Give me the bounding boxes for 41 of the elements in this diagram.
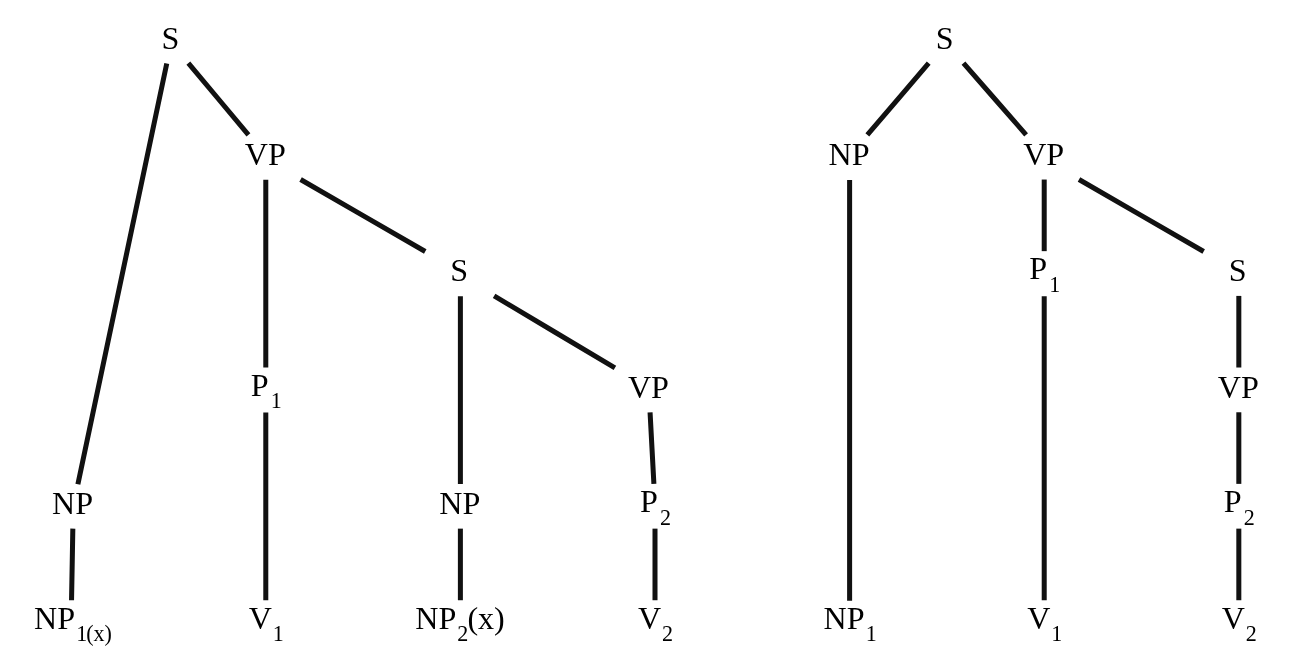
connector: [299, 177, 427, 254]
node-text: V$_{1}$: [1027, 599, 1063, 647]
connector: [69, 528, 76, 601]
node-text: S: [935, 19, 954, 56]
connector: [186, 61, 251, 137]
connector: [647, 412, 657, 484]
node-text: V$_{2}$: [637, 599, 674, 647]
node-text: VP: [1023, 136, 1065, 173]
connector: [1236, 528, 1242, 601]
connector: [1236, 412, 1242, 484]
connector: [263, 179, 269, 368]
connector: [1041, 296, 1047, 601]
connector: [847, 179, 853, 601]
node-text: VP: [627, 368, 669, 405]
node-text: V$_{2}$: [1221, 599, 1257, 647]
node-text: NP: [828, 136, 870, 173]
connector: [1077, 177, 1205, 254]
node-text: VP: [244, 136, 286, 173]
node-text: P$_{2}$: [1223, 483, 1255, 530]
connector: [263, 412, 269, 601]
node-text: P$_{1}$: [250, 366, 282, 414]
node-text: NP: [52, 485, 94, 522]
node-text: P$_{1}$: [1029, 250, 1061, 297]
node-text: S: [450, 252, 469, 289]
connector: [457, 296, 463, 484]
connector: [652, 528, 658, 601]
connector: [1041, 179, 1047, 252]
connector: [492, 293, 617, 371]
connector: [961, 61, 1028, 137]
connector: [75, 63, 170, 485]
node-text: VP: [1217, 368, 1259, 405]
node-text: P$_{2}$: [639, 483, 672, 530]
node-text: NP$_{1}$: [823, 599, 877, 647]
connector: [1236, 295, 1242, 368]
node-text: S: [161, 19, 180, 56]
node-text: NP: [439, 485, 481, 522]
node-text: S: [1228, 252, 1247, 289]
node-text: V$_{1}$: [248, 599, 284, 647]
connector: [865, 61, 931, 137]
node-text: NP$_{2}$(x): [415, 599, 505, 647]
connector: [457, 528, 463, 601]
